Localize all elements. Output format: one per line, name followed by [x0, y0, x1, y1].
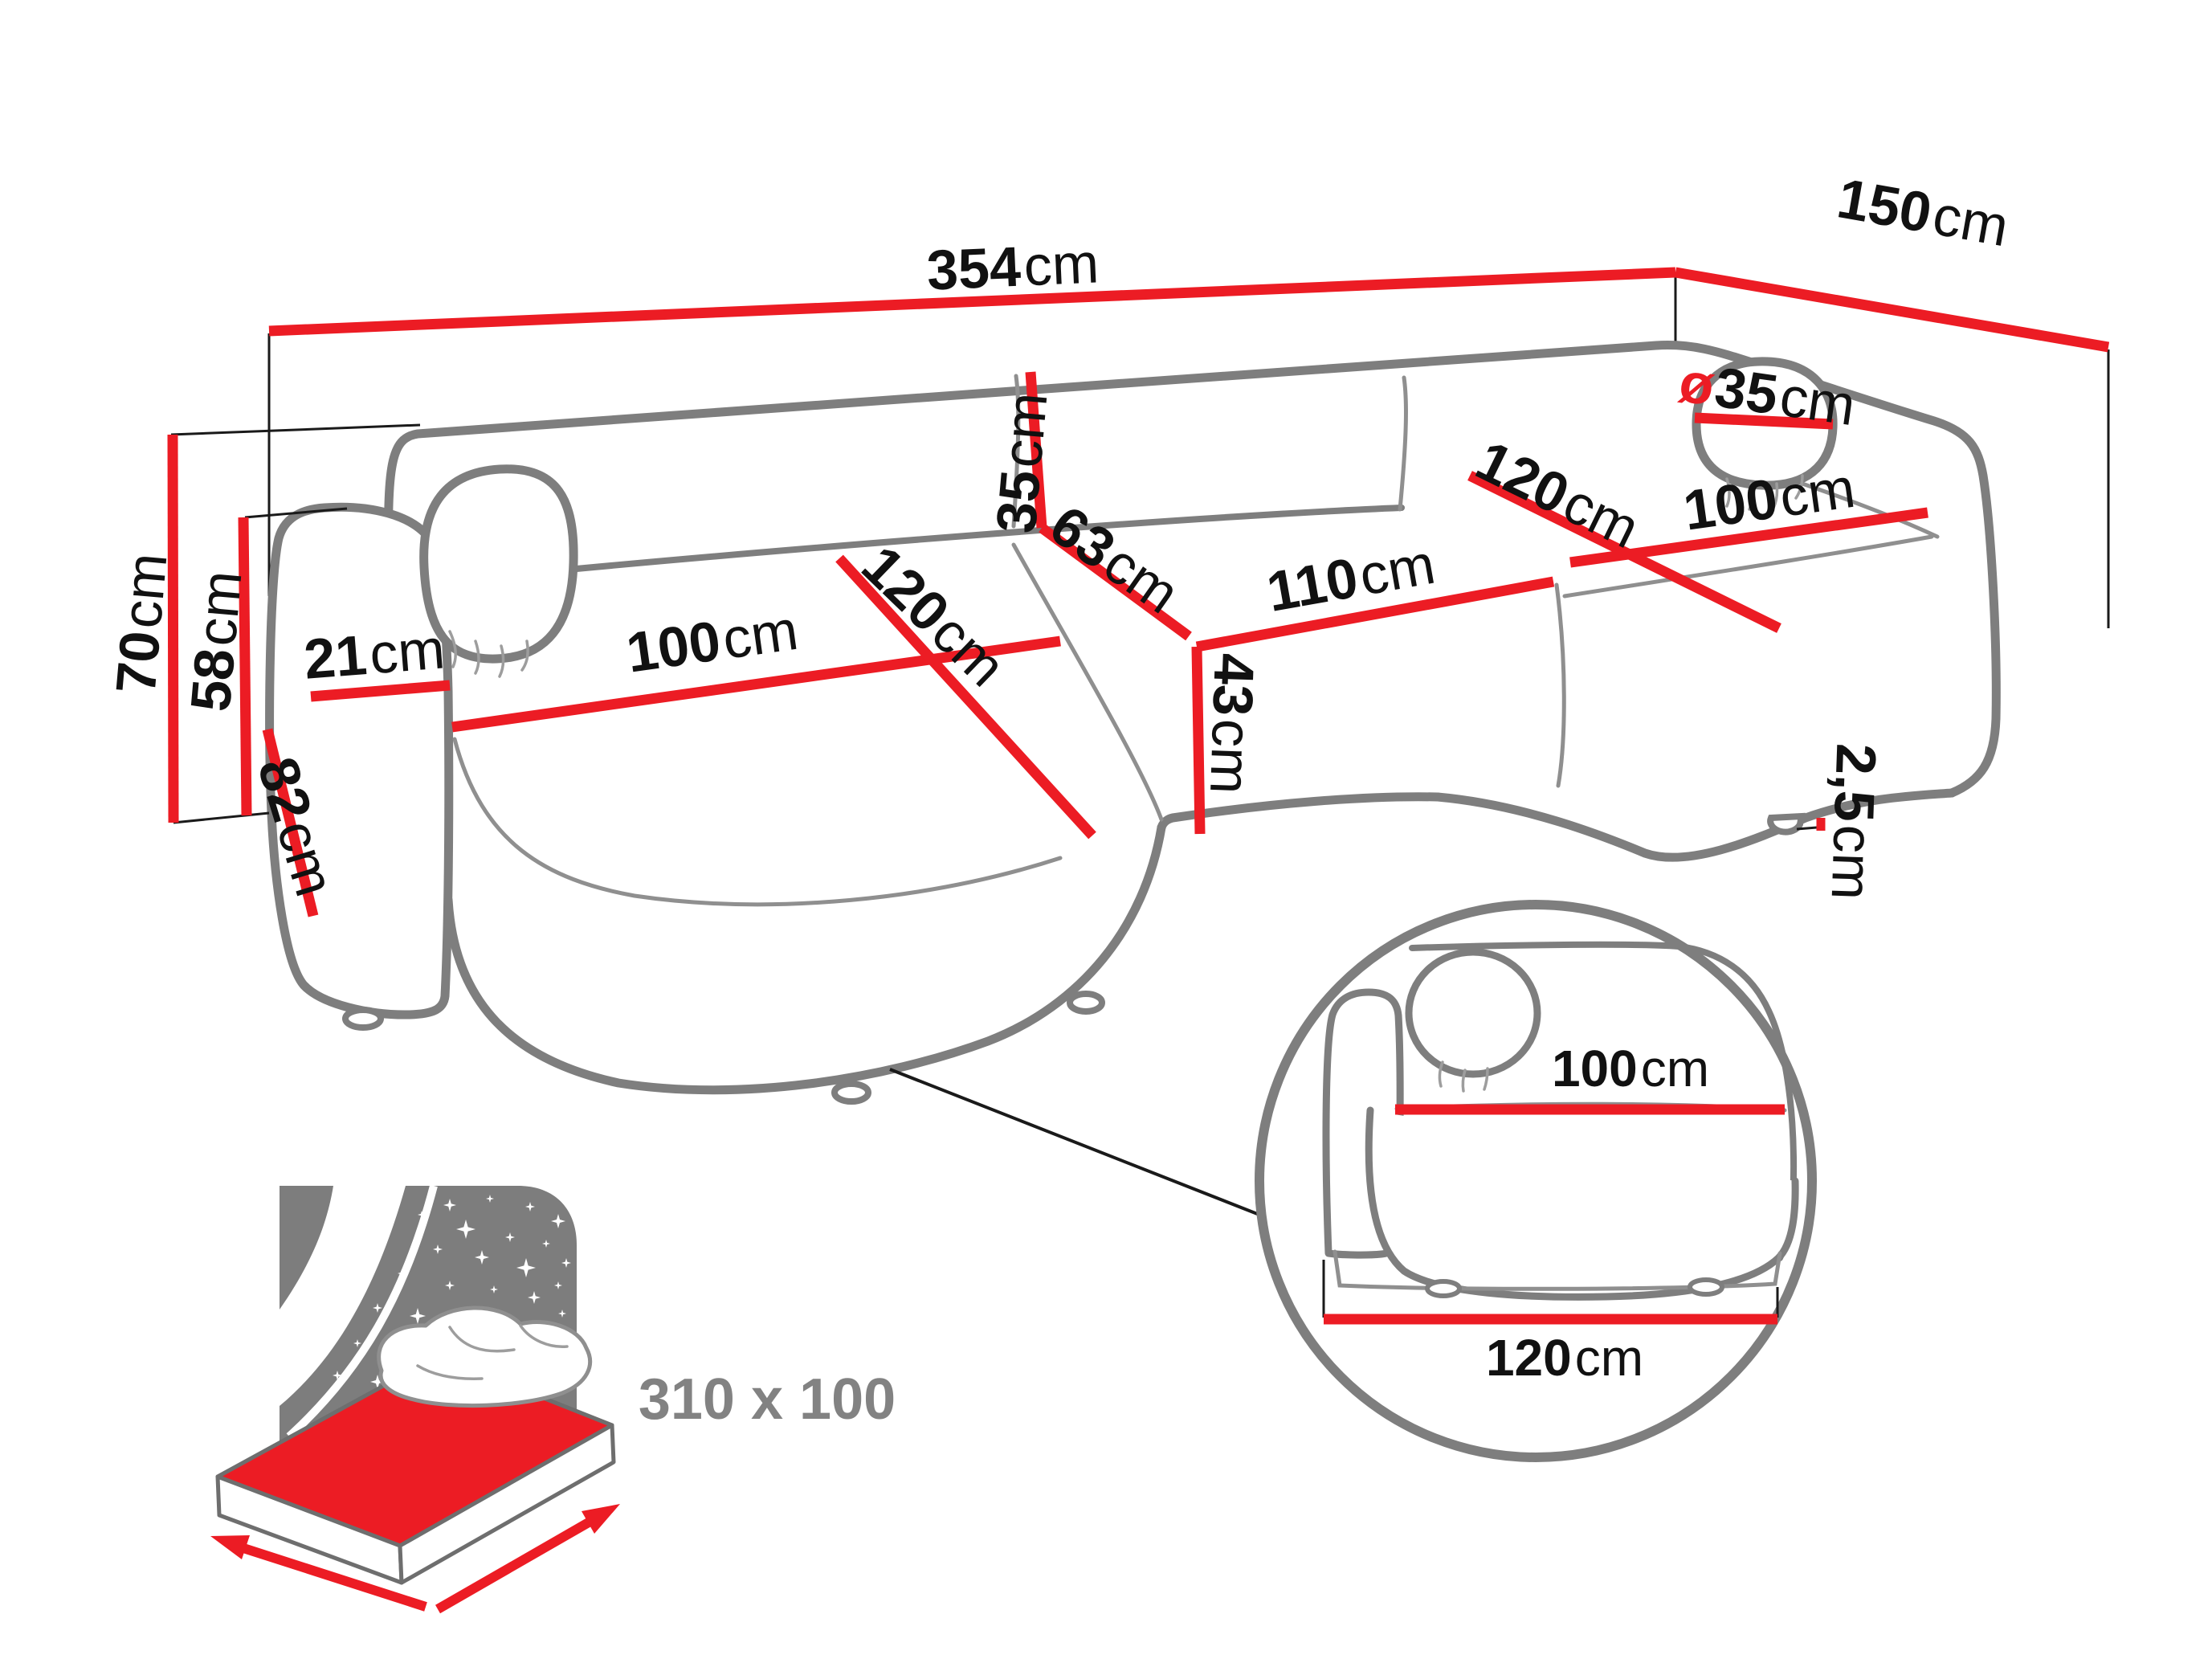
bed-duvet-pillows	[377, 1306, 592, 1408]
dim-line-seat-height	[1191, 646, 1206, 835]
extension-line-70-bottom	[173, 811, 270, 824]
seat-foot-2	[1067, 991, 1105, 1015]
dim-line-bolster-diameter	[1694, 412, 1834, 430]
seat-back-seam-left	[440, 505, 1405, 585]
dim-label-armrest-width: 21cm	[302, 617, 447, 691]
chaise-foot	[1767, 812, 1806, 836]
chaise-bottom-edge	[1433, 788, 1957, 862]
left-seat-surface-edge	[452, 737, 1063, 907]
dim-label-backrest-height: 58cm	[179, 568, 254, 713]
chaise-seat-front-edge	[1562, 534, 1934, 599]
backrest-outline	[384, 341, 2001, 798]
bed-curtain	[280, 1186, 406, 1406]
dim-label-seat-height: 43cm	[1198, 652, 1266, 795]
bed-arrow-length-head	[210, 1535, 250, 1559]
detail-leader-line	[889, 1068, 1260, 1216]
detail-module-drawing	[1322, 941, 1799, 1301]
dim-line-armrest-depth	[262, 728, 319, 917]
bolster-left-fringe	[448, 630, 529, 678]
dim-line-left-seat-depth	[835, 554, 1096, 840]
detail-dim-label-module-width: 120cm	[1486, 1329, 1643, 1387]
dim-line-left-seat-width	[451, 635, 1061, 733]
dim-label-height: 70cm	[104, 550, 179, 696]
detail-foot-1	[1425, 1279, 1462, 1298]
dim-label-leg-height: 2,5cm	[1820, 742, 1888, 901]
dim-label-chaise-width: 100cm	[1679, 456, 1859, 542]
bed-dimension-arrows	[210, 1504, 620, 1614]
dim-line-back-cushion-height	[1025, 371, 1047, 529]
dim-line-armrest-width	[310, 680, 451, 702]
dim-line-total-depth	[1674, 267, 2110, 353]
extension-line-58-top	[244, 507, 348, 519]
sofa-drawing	[265, 341, 2001, 1105]
bed-arrow-width-head	[582, 1504, 620, 1534]
left-armrest	[265, 502, 454, 1020]
dimension-lines: 70cm 58cm 21cm 82cm 100cm 120cm 35cm 63c…	[104, 350, 1928, 917]
armrest-foot	[342, 1007, 384, 1031]
sleeping-function-icon: 310 x 100	[210, 1184, 896, 1614]
dim-line-backrest-depth	[1039, 523, 1192, 641]
detail-foot-2	[1688, 1277, 1724, 1297]
dim-label-middle-seat-width: 110cm	[1263, 533, 1440, 623]
detail-dim-label-seat-width: 100cm	[1552, 1040, 1709, 1097]
extension-line-70-top	[170, 423, 421, 436]
overall-dimension-frame: 354cm 150cm	[267, 166, 2110, 628]
sleeping-area-label: 310 x 100	[639, 1367, 896, 1432]
bolster-right-fringe	[1725, 474, 1804, 511]
detail-bolster-fringe	[1438, 1060, 1489, 1093]
bed-arrow-length-shaft	[239, 1543, 427, 1612]
middle-seat-bottom-edge	[1157, 792, 1443, 832]
detail-base	[1333, 1249, 1782, 1291]
detail-bolster-pillow	[1405, 948, 1541, 1078]
left-middle-seat-seam	[1011, 542, 1164, 822]
extension-line-leg	[1796, 826, 1818, 831]
bolster-pillow-left	[419, 464, 578, 664]
seat-foot-1	[831, 1081, 871, 1105]
dim-line-backrest-height	[238, 517, 252, 816]
bed-arrow-width-shaft	[435, 1512, 601, 1614]
bed-duvet-folds	[416, 1324, 569, 1380]
left-seat-bottom-edge	[443, 823, 1166, 1095]
dim-label-left-seat-depth: 120cm	[851, 533, 1018, 698]
dim-label-chaise-depth: 120cm	[1467, 428, 1649, 560]
back-cushion-seam-2	[1398, 375, 1408, 512]
dim-line-total-width	[268, 267, 1676, 337]
dim-line-chaise-width	[1569, 507, 1928, 568]
dim-label-back-cushion-height: 35cm	[985, 390, 1059, 535]
dim-label-left-seat-width: 100cm	[622, 599, 802, 684]
bed-mattress-side-right	[398, 1423, 616, 1585]
detail-view: 100cm 120cm	[889, 900, 1817, 1462]
dim-line-middle-seat-width	[1195, 576, 1555, 652]
bed-curtain-line	[286, 1184, 438, 1440]
back-cushion-seam-1	[1011, 374, 1021, 529]
middle-chaise-seam	[1554, 582, 1566, 788]
dim-label-backrest-depth: 63cm	[1039, 493, 1190, 625]
dim-label-total-width: 354cm	[925, 231, 1100, 301]
dim-label-total-depth: 150cm	[1833, 166, 2013, 258]
